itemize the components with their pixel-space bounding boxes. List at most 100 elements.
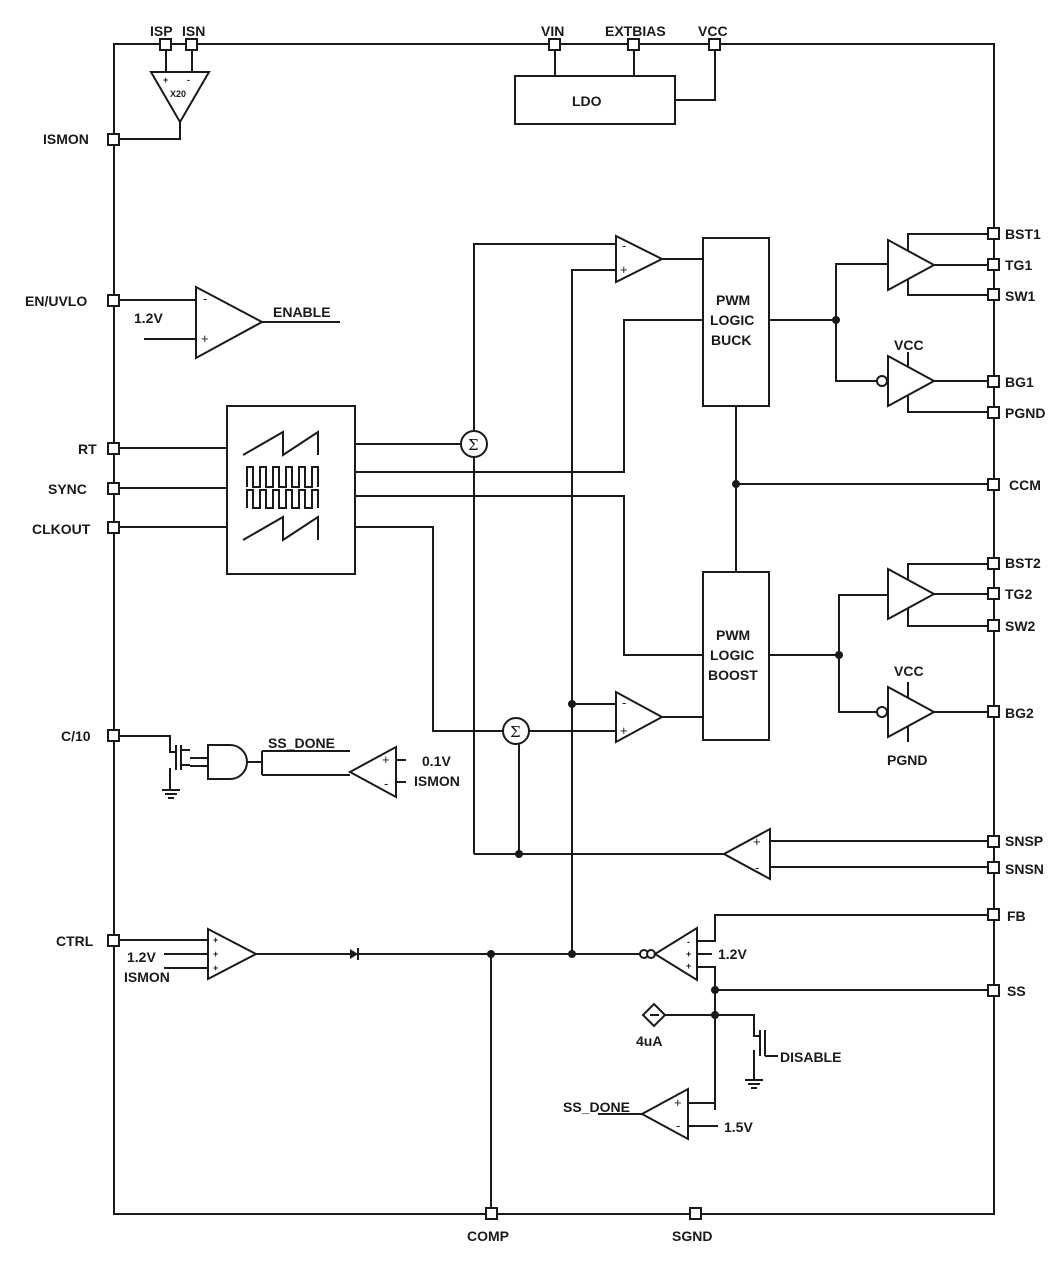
pin-rt-label: RT (78, 441, 97, 457)
pin-ctrl (107, 934, 120, 947)
ctrl-ismon-label: ISMON (124, 969, 170, 985)
ss-cmp-minus: - (676, 1118, 680, 1133)
ctrl-plus-3: + (213, 963, 218, 973)
summer-top-sigma: Σ (468, 436, 479, 454)
current-source-label: 4uA (636, 1033, 662, 1049)
inductor-current-sense-amp: + - (474, 827, 988, 881)
pin-isn (185, 38, 198, 51)
pin-bst1 (987, 227, 1000, 240)
sns-amp-minus: - (755, 860, 759, 875)
pin-snsn (987, 861, 1000, 874)
pin-bst2-label: BST2 (1005, 555, 1041, 571)
pin-ss (987, 984, 1000, 997)
pin-sw1-label: SW1 (1005, 288, 1036, 304)
error-amplifier: - + + (639, 914, 988, 1110)
ldo-block (514, 75, 676, 125)
pin-comp (485, 1207, 498, 1220)
clock-icon (246, 466, 319, 488)
pin-tg1 (987, 258, 1000, 271)
pin-sync (107, 482, 120, 495)
ss-done-label-1: SS_DONE (268, 735, 335, 751)
clock-icon-2 (246, 489, 319, 509)
ref-01v-label: 0.1V (422, 753, 451, 769)
pin-ismon-label: ISMON (43, 131, 89, 147)
pin-bst1-label: BST1 (1005, 226, 1041, 242)
sense-amp-gain-label: X20 (170, 89, 186, 99)
pin-fb (987, 908, 1000, 921)
pin-snsp (987, 835, 1000, 848)
ea-minus: - (687, 937, 690, 947)
pin-ccm (987, 478, 1000, 491)
pin-pgnd (987, 406, 1000, 419)
pin-extbias (627, 38, 640, 51)
pin-fb-label: FB (1007, 908, 1026, 924)
pin-bst2 (987, 557, 1000, 570)
boost-label-2: LOGIC (710, 647, 754, 663)
ref-15v-label: 1.5V (724, 1119, 753, 1135)
buck-cmp-plus: + (620, 262, 628, 277)
pin-bg1-label: BG1 (1005, 374, 1034, 390)
oscillator-block (120, 405, 356, 575)
buck-label-2: LOGIC (710, 312, 754, 328)
disable-label: DISABLE (780, 1049, 841, 1065)
pin-sw1 (987, 288, 1000, 301)
pin-rt (107, 442, 120, 455)
buck-label-3: BUCK (711, 332, 751, 348)
bg2-pgnd-label: PGND (887, 752, 927, 768)
pin-en-uvlo (107, 294, 120, 307)
ramp-icon (242, 515, 319, 542)
pin-vcc (708, 38, 721, 51)
ea-plus-2: + (686, 961, 691, 971)
pwm-logic-boost: PWM LOGIC BOOST (702, 571, 770, 741)
pin-c10 (107, 729, 120, 742)
pwm-logic-buck: PWM LOGIC BUCK (702, 237, 770, 407)
pin-vin (548, 38, 561, 51)
ea-plus-1: + (686, 949, 691, 959)
c10-section: + - (120, 735, 406, 799)
pin-ss-label: SS (1007, 983, 1026, 999)
sns-amp-plus: + (753, 834, 761, 849)
pin-c10-label: C/10 (61, 728, 91, 744)
pin-vin-label: VIN (541, 23, 564, 39)
sawtooth-icon (242, 430, 319, 457)
pin-sgnd-label: SGND (672, 1228, 712, 1244)
pin-snsn-label: SNSN (1005, 861, 1044, 877)
pin-clkout (107, 521, 120, 534)
pin-sync-label: SYNC (48, 481, 87, 497)
pin-snsp-label: SNSP (1005, 833, 1043, 849)
pin-sw2 (987, 619, 1000, 632)
enable-comparator: - + (120, 285, 340, 360)
soft-start-circuit: + - (598, 1002, 778, 1141)
ismon-cmp-label: ISMON (414, 773, 460, 789)
sense-amp-minus: - (187, 75, 190, 85)
boost-pwm-comparator: - + (529, 690, 703, 744)
buck-cmp-minus: - (622, 238, 626, 253)
summer-bottom: Σ (502, 717, 530, 854)
ss-cmp-plus: + (674, 1095, 682, 1110)
pin-clkout-label: CLKOUT (32, 521, 91, 537)
pin-tg2 (987, 587, 1000, 600)
boost-label-1: PWM (716, 627, 750, 643)
pin-isp-label: ISP (150, 23, 173, 39)
boost-cmp-plus: + (620, 723, 628, 738)
enable-label: ENABLE (273, 304, 331, 320)
pin-pgnd-label: PGND (1005, 405, 1045, 421)
ctrl-ref-label: 1.2V (127, 949, 156, 965)
c10-cmp-minus: - (384, 776, 388, 791)
ic-outline (113, 43, 995, 1215)
pin-isn-label: ISN (182, 23, 205, 39)
pin-vcc-label: VCC (698, 23, 728, 39)
pin-ccm-label: CCM (1009, 477, 1041, 493)
bg1-vcc-label: VCC (894, 337, 924, 353)
ss-done-label-2: SS_DONE (563, 1099, 630, 1115)
buck-gate-drivers (769, 233, 988, 413)
c10-cmp-plus: + (382, 752, 390, 767)
summer-top: Σ (460, 243, 616, 854)
pin-bg1 (987, 375, 1000, 388)
pin-sw2-label: SW2 (1005, 618, 1036, 634)
pin-bg2-label: BG2 (1005, 705, 1034, 721)
ctrl-plus-2: + (213, 949, 218, 959)
sense-amp-plus: + (163, 75, 168, 85)
boost-gate-drivers (769, 563, 988, 742)
